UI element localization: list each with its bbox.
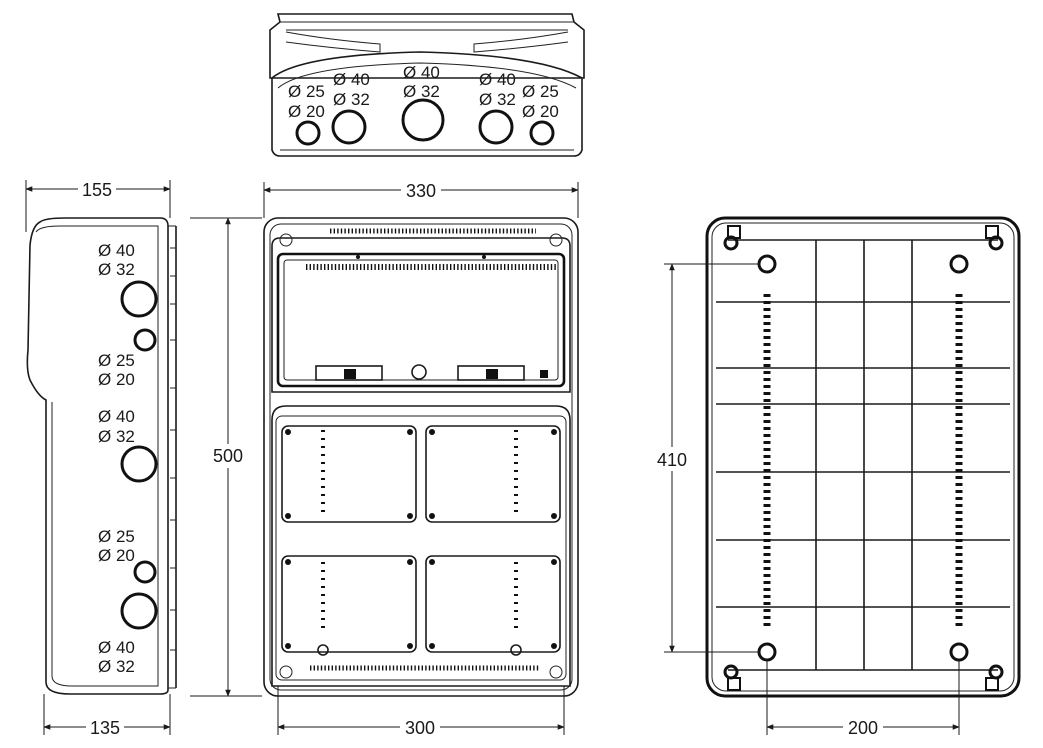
side-label-g5-d40: Ø 40 <box>98 638 135 657</box>
back-hole-tr <box>949 254 969 274</box>
top-hole-d25-right <box>529 120 555 146</box>
side-label-g2-d20: Ø 20 <box>98 370 135 389</box>
top-label-d40-left: Ø 40 <box>333 70 370 89</box>
back-dim-410-bg <box>652 447 692 471</box>
top-label-d25-left: Ø 25 <box>288 82 325 101</box>
top-label-d32-left: Ø 32 <box>333 90 370 109</box>
front-module-tr <box>425 425 561 523</box>
back-outer-inner <box>711 222 1015 692</box>
side-hole-d40-1 <box>120 280 158 318</box>
top-hole-d40-center <box>401 98 445 142</box>
side-view: Ø 40 Ø 32 Ø 25 Ø 20 Ø 40 Ø 32 Ø 25 Ø 20 … <box>25 178 177 738</box>
top-view-lid-detail-left <box>285 31 381 53</box>
side-dim-135-text: 135 <box>90 718 120 738</box>
front-window <box>276 252 566 388</box>
back-corner-bl <box>727 677 741 691</box>
top-hole-d40-right <box>478 109 514 145</box>
side-hole-d40-2 <box>120 445 158 483</box>
front-dim-330-text: 330 <box>406 181 436 201</box>
front-module-screws <box>285 429 557 649</box>
back-dim-410-text: 410 <box>657 450 687 470</box>
back-screw-tl <box>723 235 739 251</box>
front-module-tl <box>281 425 417 523</box>
front-window-inner <box>283 259 559 381</box>
back-screw-br <box>988 664 1004 680</box>
top-view-body <box>271 51 583 157</box>
front-outer <box>263 217 579 697</box>
front-dim-300-text: 300 <box>405 718 435 738</box>
side-label-g2-d25: Ø 25 <box>98 351 135 370</box>
top-hole-d40-left <box>331 109 367 145</box>
side-dim-155-bg <box>78 178 116 198</box>
front-latch-right <box>457 365 525 381</box>
top-label-d20-left: Ø 20 <box>288 102 325 121</box>
front-indicator <box>540 370 548 378</box>
side-view-lid <box>26 217 169 695</box>
side-label-g5-d32: Ø 32 <box>98 657 135 676</box>
top-view: Ø 40 Ø 32 Ø 40 Ø 32 Ø 40 Ø 32 Ø 25 Ø 20 … <box>269 13 585 157</box>
top-label-d20-right: Ø 20 <box>522 102 559 121</box>
front-pin-right <box>482 255 486 259</box>
front-module-bl <box>281 555 417 653</box>
back-corner-br <box>985 677 999 691</box>
front-dim-300-bg <box>400 716 440 736</box>
front-lower-frame <box>271 405 571 687</box>
side-label-g1-d32: Ø 32 <box>98 260 135 279</box>
front-dim-330-bg <box>401 179 441 199</box>
top-view-lid-detail-right <box>473 31 569 53</box>
front-latch-left <box>315 365 383 381</box>
top-label-d40-right: Ø 40 <box>479 70 516 89</box>
top-label-d32-center: Ø 32 <box>403 82 440 101</box>
side-view-ribs <box>170 247 176 651</box>
back-dim-200-text: 200 <box>848 718 878 738</box>
back-screw-bl <box>723 664 739 680</box>
front-dim-500-bg <box>210 444 250 468</box>
top-label-d25-right: Ø 25 <box>522 82 559 101</box>
front-latch-left-knob <box>344 369 356 379</box>
front-screw-bl <box>279 665 293 679</box>
back-hole-tl <box>757 254 777 274</box>
back-screw-tr <box>988 235 1004 251</box>
front-screw-tl <box>279 233 293 247</box>
front-latch-right-knob <box>486 369 498 379</box>
front-screw-tr <box>549 233 563 247</box>
side-label-g1-d40: Ø 40 <box>98 241 135 260</box>
side-label-g4-d25: Ø 25 <box>98 527 135 546</box>
front-screw-br <box>549 665 563 679</box>
front-dim-500-text: 500 <box>213 446 243 466</box>
front-lower-inner <box>275 415 567 681</box>
side-dim-155-text: 155 <box>82 180 112 200</box>
side-label-g3-d32: Ø 32 <box>98 427 135 446</box>
front-view: 330 500 300 <box>190 179 579 738</box>
front-pin-left <box>356 255 360 259</box>
front-outer-inner <box>269 223 573 691</box>
front-gland-left <box>317 644 329 656</box>
back-dim-200-bg <box>843 716 883 736</box>
side-view-lid-inner <box>35 225 159 687</box>
side-label-g3-d40: Ø 40 <box>98 407 135 426</box>
side-hole-d25-2 <box>133 560 157 584</box>
back-outer <box>705 216 1021 698</box>
back-hole-br <box>949 642 969 662</box>
front-module-br <box>425 555 561 653</box>
side-dim-135-bg <box>86 716 124 736</box>
top-hole-d25-left <box>295 120 321 146</box>
top-view-lid <box>269 13 585 79</box>
back-view: 410 200 <box>652 216 1021 738</box>
side-label-g4-d20: Ø 20 <box>98 546 135 565</box>
top-label-d40-center: Ø 40 <box>403 63 440 82</box>
front-gland-right <box>510 644 522 656</box>
back-hole-bl <box>757 642 777 662</box>
front-lock <box>411 364 427 380</box>
side-hole-d40-3 <box>120 592 158 630</box>
side-hole-d25-1 <box>133 328 157 352</box>
back-grid <box>716 240 1010 670</box>
top-label-d32-right: Ø 32 <box>479 90 516 109</box>
top-view-body-curve <box>277 62 577 89</box>
